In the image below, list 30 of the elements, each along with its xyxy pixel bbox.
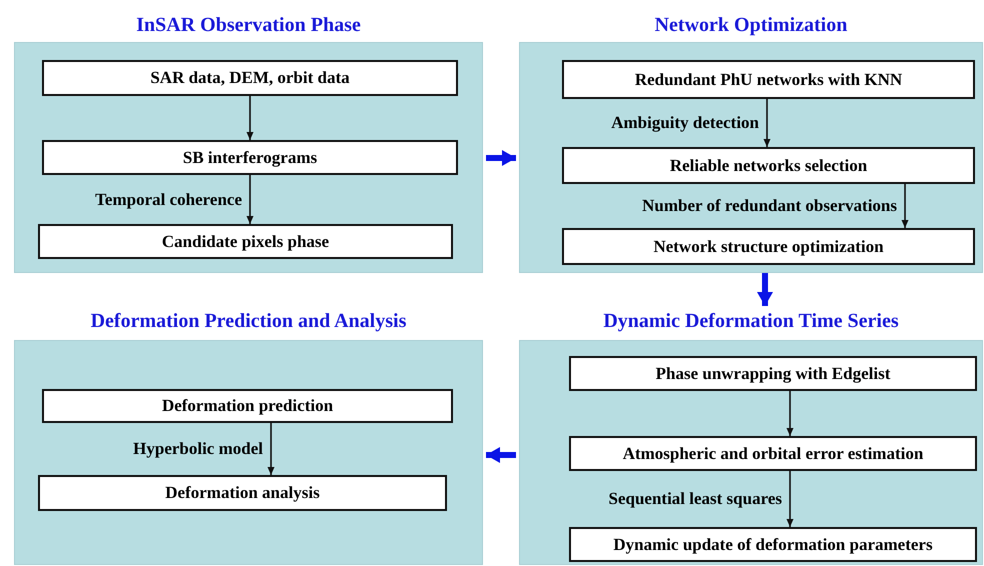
process-box: Phase unwrapping with Edgelist <box>569 356 977 391</box>
block-arrow <box>757 273 773 306</box>
process-box: Network structure optimization <box>562 228 975 265</box>
block-arrow <box>486 447 516 463</box>
process-box: Atmospheric and orbital error estimation <box>569 436 977 471</box>
edge-label: Sequential least squares <box>608 489 782 509</box>
process-box: Redundant PhU networks with KNN <box>562 60 975 99</box>
panel-heading: Deformation Prediction and Analysis <box>90 309 408 334</box>
arrow <box>902 184 908 228</box>
arrow <box>246 175 254 224</box>
panel-heading: Network Optimization <box>654 13 848 38</box>
arrow <box>786 391 794 436</box>
process-box: Candidate pixels phase <box>38 224 453 259</box>
arrow <box>246 96 254 140</box>
block-arrow <box>486 150 516 166</box>
edge-label: Hyperbolic model <box>133 439 263 459</box>
panel-heading: InSAR Observation Phase <box>135 13 362 38</box>
process-box: SB interferograms <box>42 140 458 175</box>
process-box: Dynamic update of deformation parameters <box>569 527 977 562</box>
arrow <box>764 99 770 147</box>
edge-label: Number of redundant observations <box>642 196 897 216</box>
process-box: SAR data, DEM, orbit data <box>42 60 458 96</box>
arrow <box>268 423 274 475</box>
process-box: Deformation analysis <box>38 475 447 511</box>
arrow <box>786 471 794 527</box>
process-box: Reliable networks selection <box>562 147 975 184</box>
edge-label: Temporal coherence <box>95 190 242 210</box>
edge-label: Ambiguity detection <box>611 113 759 133</box>
process-box: Deformation prediction <box>42 389 453 423</box>
panel-heading: Dynamic Deformation Time Series <box>602 309 900 334</box>
